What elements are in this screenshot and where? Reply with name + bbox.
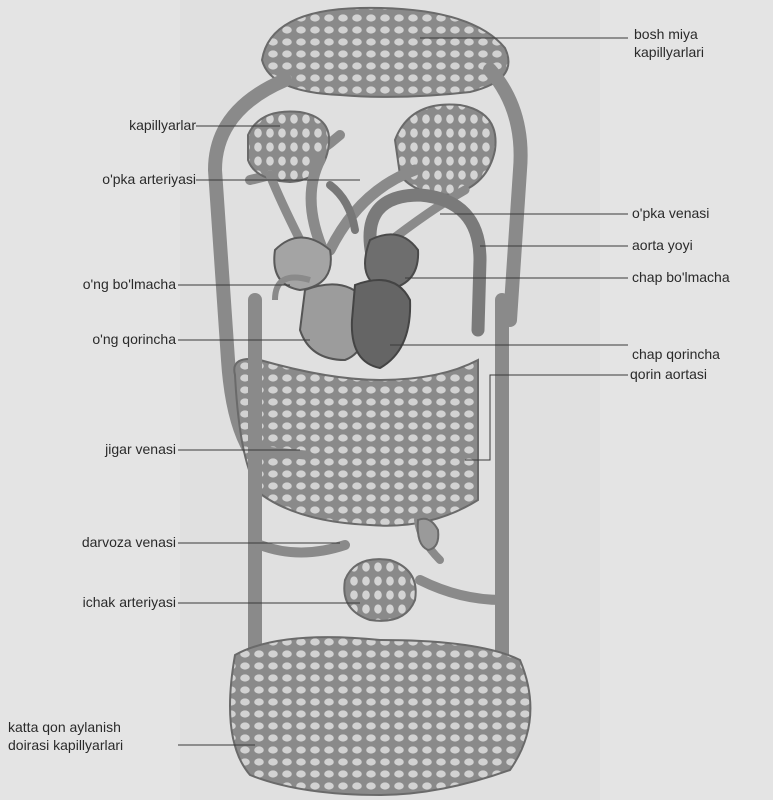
label-kapillyarlar: kapillyarlar <box>70 117 196 134</box>
label-ong-bolmacha: o'ng bo'lmacha <box>30 276 176 293</box>
label-chap-bolmacha: chap bo'lmacha <box>632 269 730 286</box>
label-ong-qorincha: o'ng qorincha <box>30 331 176 348</box>
systemic-capillaries <box>230 637 530 795</box>
label-katta-qon-line1: katta qon aylanish <box>8 719 121 736</box>
label-qorin-aortasi: qorin aortasi <box>630 366 707 383</box>
label-chap-qorincha: chap qorincha <box>632 346 720 363</box>
label-opka-arteriyasi: o'pka arteriyasi <box>40 171 196 188</box>
label-darvoza-venasi: darvoza venasi <box>10 534 176 551</box>
label-opka-venasi: o'pka venasi <box>632 205 709 222</box>
label-aorta-yoyi: aorta yoyi <box>632 237 693 254</box>
label-bosh-miya-line2: kapillyarlari <box>634 44 704 61</box>
label-bosh-miya-line1: bosh miya <box>634 26 698 43</box>
label-jigar-venasi: jigar venasi <box>30 441 176 458</box>
label-katta-qon-line2: doirasi kapillyarlari <box>8 737 123 754</box>
liver-capillaries <box>234 359 478 526</box>
label-ichak-arteriyasi: ichak arteriyasi <box>10 594 176 611</box>
